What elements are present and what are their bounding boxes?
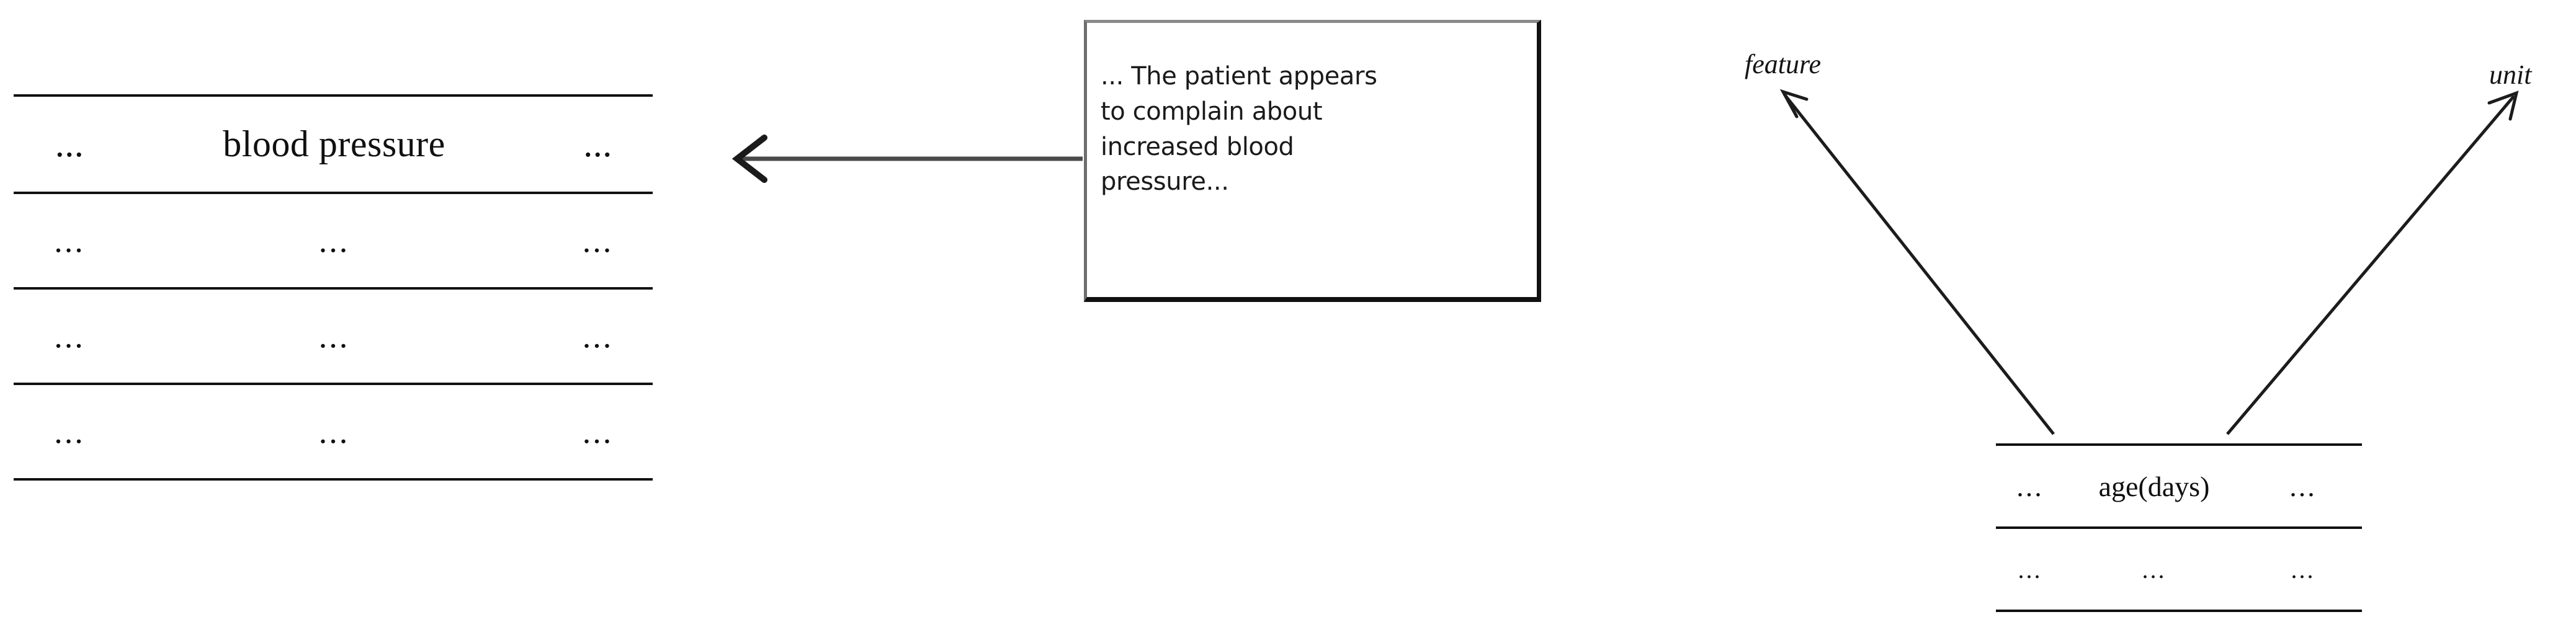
feature-annotation-label: feature <box>1745 49 1821 79</box>
table-header-row: ... blood pressure ... <box>14 94 653 194</box>
unit-annotation-label: unit <box>2489 60 2532 90</box>
table-row: ... ... ... <box>14 192 653 290</box>
cell-r2c2: ... <box>125 287 543 385</box>
cell-r1c2: ... <box>2064 526 2244 612</box>
header-cell-blood-pressure: blood pressure <box>125 94 543 194</box>
cell-r3c1: ... <box>14 383 125 481</box>
header-cell-right-ellipsis: ... <box>543 94 653 194</box>
header-cell-age-days: age(days) <box>2064 443 2244 529</box>
cell-r1c3: ... <box>2244 526 2362 612</box>
note-to-table-arrow <box>731 135 1083 183</box>
cell-r3c3: ... <box>543 383 653 481</box>
clinical-note-text: ... The patient appears to complain abou… <box>1101 62 1377 197</box>
header-cell-right-ellipsis: ... <box>2244 443 2362 529</box>
unit-pointer-arrow <box>2226 91 2519 435</box>
cell-r1c3: ... <box>543 192 653 290</box>
header-cell-left-ellipsis: ... <box>1996 443 2064 529</box>
cell-r2c3: ... <box>543 287 653 385</box>
table-row: ... ... ... <box>14 383 653 481</box>
cell-r1c2: ... <box>125 192 543 290</box>
table-header-row: ... age(days) ... <box>1996 443 2362 529</box>
clinical-note-callout: ... The patient appears to complain abou… <box>1084 20 1541 302</box>
table-row: ... ... ... <box>14 287 653 385</box>
header-cell-left-ellipsis: ... <box>14 94 125 194</box>
cell-r2c1: ... <box>14 287 125 385</box>
table-row: ... ... ... <box>1996 526 2362 612</box>
cell-r3c2: ... <box>125 383 543 481</box>
feature-pointer-arrow <box>1779 89 2055 435</box>
feature-unit-table: ... age(days) ... ... ... ... <box>1996 443 2362 612</box>
cell-r1c1: ... <box>14 192 125 290</box>
clinical-measure-table: ... blood pressure ... ... ... ... ... .… <box>14 94 653 481</box>
cell-r1c1: ... <box>1996 526 2064 612</box>
